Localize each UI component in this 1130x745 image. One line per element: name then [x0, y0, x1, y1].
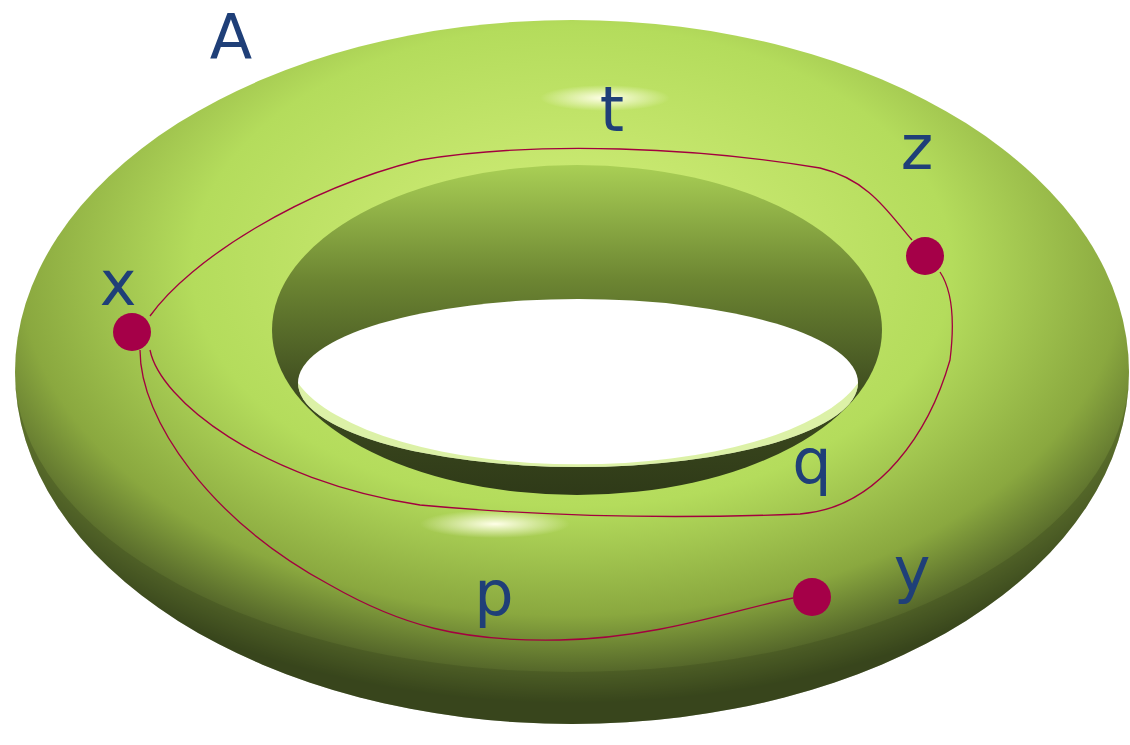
point-label: y — [894, 539, 931, 601]
torus-inner-wall — [272, 165, 882, 495]
path-label: p — [474, 563, 513, 625]
torus-hole — [298, 299, 858, 467]
point-dot — [113, 313, 151, 351]
point-dot — [906, 237, 944, 275]
point-label: x — [100, 253, 137, 315]
path-label: q — [792, 431, 831, 493]
path-p — [140, 350, 793, 640]
torus-front-rim — [298, 383, 858, 467]
torus-body — [15, 20, 1129, 724]
surface-label: A — [210, 7, 252, 69]
path-q — [150, 272, 952, 516]
point-dot — [793, 578, 831, 616]
path-label: t — [600, 79, 624, 141]
path-t — [150, 148, 912, 316]
point-label: z — [901, 117, 934, 179]
